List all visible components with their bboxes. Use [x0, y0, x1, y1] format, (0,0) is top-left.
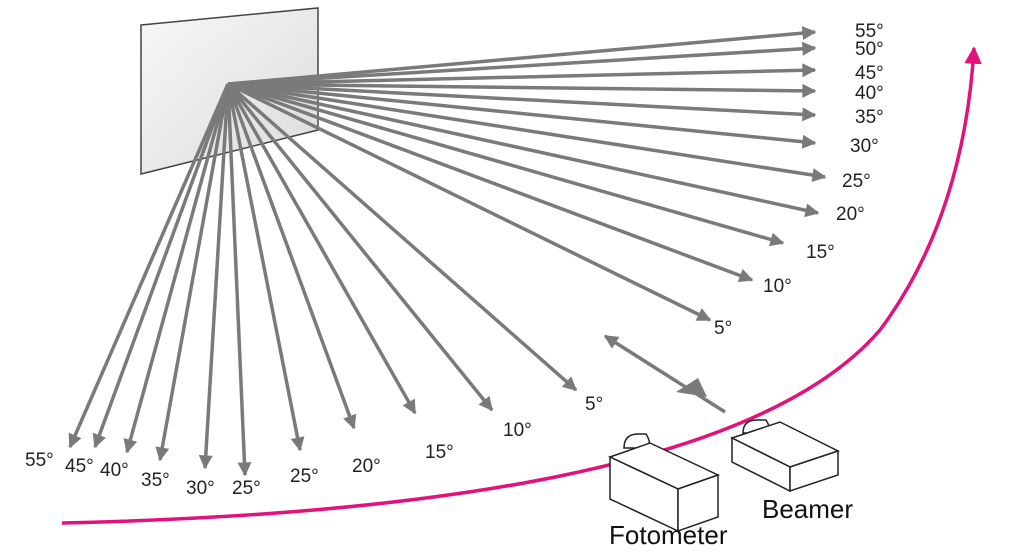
- reflected-ray-4: [227, 82, 817, 98]
- lower-ray-label-2: 45°: [65, 456, 94, 477]
- beamer-front: [789, 449, 839, 493]
- reflected-ray-2: [227, 41, 817, 86]
- reflected-ray-label-2: 50°: [855, 39, 884, 60]
- reflected-ray-label-7: 25°: [842, 171, 871, 192]
- reflected-ray-label-10: 10°: [763, 276, 792, 297]
- lower-ray-2: [92, 83, 230, 449]
- sweep-arrow: [61, 46, 982, 525]
- reflected-ray-1: [227, 26, 817, 86]
- reflected-ray-5: [227, 82, 817, 122]
- lower-ray-label-4: 35°: [141, 470, 170, 491]
- reflected-ray-9: [227, 82, 785, 247]
- lower-ray-label-7: 25°: [290, 466, 319, 487]
- reflected-ray-label-9: 15°: [806, 242, 835, 263]
- reflected-ray-label-5: 35°: [855, 107, 884, 128]
- reflected-ray-11: [227, 82, 712, 322]
- photometer-front: [677, 473, 719, 533]
- lower-ray-3: [123, 83, 230, 454]
- incoming-beam: [603, 334, 726, 414]
- reflected-ray-8: [227, 82, 820, 218]
- lower-ray-11: [226, 82, 578, 392]
- beamer-label: Beamer: [762, 494, 853, 524]
- lower-ray-label-8: 20°: [352, 456, 381, 477]
- reflected-ray-label-11: 5°: [714, 318, 732, 339]
- incoming-beam-arrowhead: [676, 378, 707, 397]
- lower-ray-8: [226, 83, 357, 430]
- lower-ray-label-9: 15°: [425, 442, 454, 463]
- lower-ray-label-6: 25°: [232, 478, 261, 499]
- lower-ray-5: [198, 83, 230, 470]
- reflected-ray-label-3: 45°: [855, 63, 884, 84]
- reflected-rays-group: 55°50° 45°40° 35° 30° 25° 20°15° 10° 5°: [227, 21, 884, 339]
- lower-ray-label-10: 10°: [503, 420, 532, 441]
- beamer-device: [730, 419, 840, 493]
- lower-ray-4: [155, 83, 230, 462]
- lower-ray-label-11: 5°: [585, 394, 603, 415]
- reflected-ray-label-6: 30°: [850, 136, 879, 157]
- lower-ray-7: [226, 83, 305, 452]
- reflected-ray-10: [227, 82, 754, 283]
- lower-ray-10: [226, 82, 494, 412]
- photometer-device: [608, 433, 720, 533]
- lower-rays-group: 55° 45° 40° 35° 30° 25° 25° 20° 15° 10° 5°: [25, 82, 603, 499]
- lower-ray-label-1: 55°: [25, 450, 54, 471]
- reflected-ray-6: [227, 82, 817, 149]
- reflected-ray-7: [227, 82, 827, 182]
- lower-ray-1: [68, 83, 230, 449]
- reflected-ray-label-1: 55°: [855, 21, 884, 42]
- reflected-ray-label-4: 40°: [855, 83, 884, 104]
- lower-ray-9: [226, 83, 417, 415]
- lower-ray-label-5: 30°: [186, 478, 215, 499]
- photometer-label: Fotometer: [609, 520, 728, 550]
- lower-ray-6: [226, 83, 252, 477]
- reflected-ray-label-8: 20°: [836, 204, 865, 225]
- incoming-beam-line: [603, 334, 726, 414]
- lower-ray-label-3: 40°: [100, 460, 129, 481]
- reflected-ray-3: [227, 63, 817, 86]
